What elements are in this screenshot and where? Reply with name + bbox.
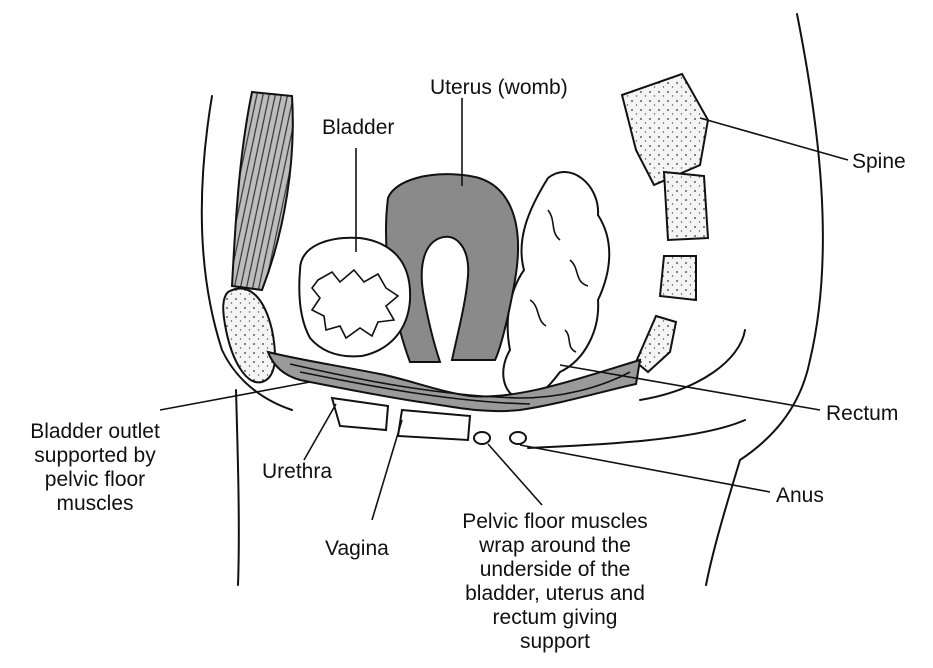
label-bladder: Bladder (322, 116, 394, 140)
label-uterus: Uterus (womb) (430, 76, 568, 100)
label-urethra: Urethra (262, 460, 332, 484)
leader-pelvic-floor (488, 444, 542, 505)
label-bladder-outlet: Bladder outlet supported by pelvic floor… (0, 420, 190, 516)
label-rectum: Rectum (826, 402, 898, 426)
label-anus: Anus (776, 484, 824, 508)
label-spine: Spine (852, 150, 906, 174)
thigh-muscle (232, 92, 293, 290)
spine-vertebrae (622, 74, 708, 372)
bladder-shape (299, 238, 410, 357)
rectum-shape (503, 172, 609, 400)
label-pelvic-floor: Pelvic floor muscles wrap around the und… (440, 510, 670, 654)
leader-bladder-outlet (160, 382, 310, 410)
pubic-bone (223, 288, 275, 382)
leader-spine (700, 118, 848, 160)
leader-anus (520, 445, 770, 492)
leader-vagina (372, 420, 402, 520)
label-vagina: Vagina (325, 537, 389, 561)
leader-urethra (304, 404, 336, 460)
